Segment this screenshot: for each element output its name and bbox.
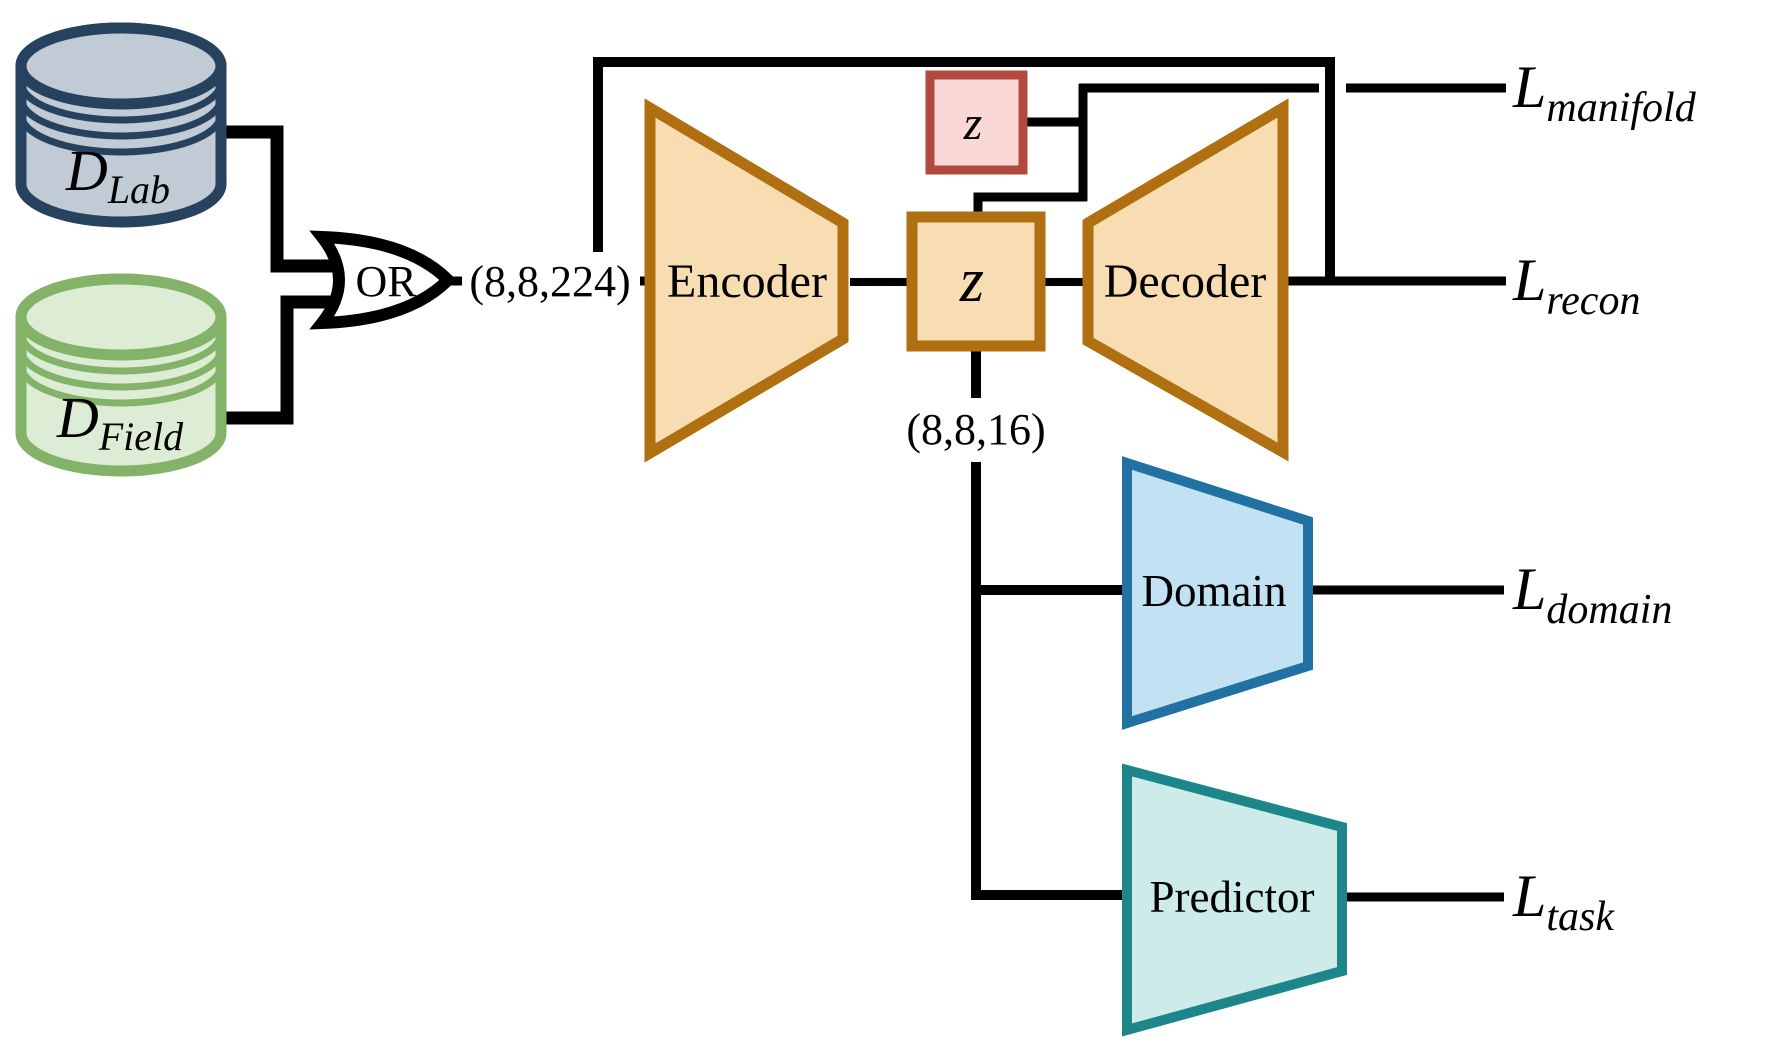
dataset-field-cylinder: DField xyxy=(15,273,227,477)
dataset-lab-cylinder: DLab xyxy=(15,22,227,228)
loss-domain-label: Ldomain xyxy=(1512,556,1672,633)
lab-cylinder-ring xyxy=(17,113,225,156)
connector-field-to-or xyxy=(220,295,338,425)
domain-classifier-trapezoid xyxy=(1122,456,1313,730)
connector-input-tap-to-recon xyxy=(593,57,1335,281)
loss-manifold-label: Lmanifold xyxy=(1512,54,1697,131)
input-tensor-shape: (8,8,224) xyxy=(469,257,630,306)
loss-task-label: Ltask xyxy=(1512,863,1615,940)
lab-cylinder-ring xyxy=(17,81,225,124)
or-gate-shape xyxy=(309,230,457,330)
field-cylinder-ring xyxy=(17,348,225,391)
domain-label: Domain xyxy=(1142,566,1287,616)
field-cylinder-top xyxy=(15,273,227,361)
encoder-trapezoid xyxy=(644,98,849,463)
predictor-label: Predictor xyxy=(1150,872,1315,922)
field-cylinder-ring xyxy=(17,332,225,375)
latent-z-label: z xyxy=(959,247,984,315)
latent-z-box xyxy=(906,211,1046,352)
or-gate: OR xyxy=(309,230,457,330)
loss-recon-label: Lrecon xyxy=(1512,247,1640,324)
connector-z-top xyxy=(973,192,1087,217)
predictor-trapezoid xyxy=(1122,763,1347,1037)
decoder-label: Decoder xyxy=(1104,255,1267,308)
lab-cylinder-top xyxy=(15,22,227,110)
prior-z-box xyxy=(925,70,1028,175)
lab-cylinder-ring xyxy=(17,97,225,140)
field-cylinder-ring xyxy=(17,364,225,407)
dataset-field-label: DField xyxy=(56,385,184,459)
or-gate-label: OR xyxy=(355,257,417,306)
latent-tensor-shape: (8,8,16) xyxy=(906,405,1045,454)
decoder-trapezoid xyxy=(1082,98,1289,462)
prior-z-label: z xyxy=(963,97,983,150)
connector-trunk-to-predictor xyxy=(971,462,1127,900)
dataset-lab-label: DLab xyxy=(65,138,170,212)
encoder-label: Encoder xyxy=(667,255,827,308)
connector-lab-to-or xyxy=(220,125,338,273)
